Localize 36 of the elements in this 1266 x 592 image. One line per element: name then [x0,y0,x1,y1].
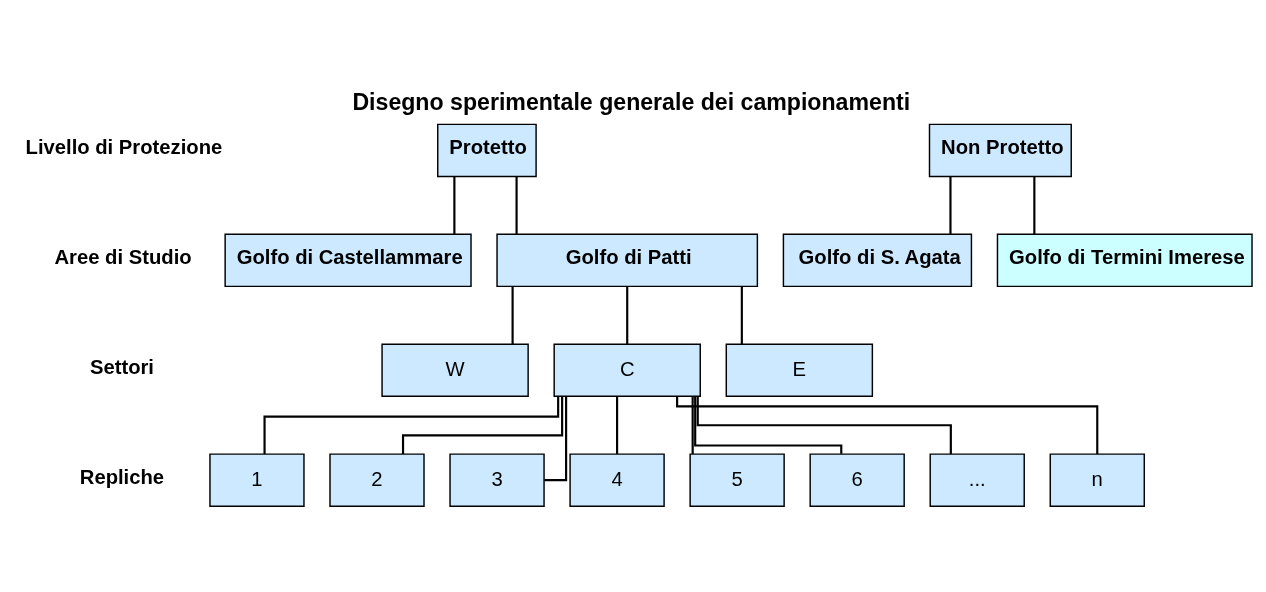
connector [616,395,619,454]
connector [511,285,514,344]
connector [949,175,952,234]
node-box: 4 [569,452,665,507]
node-box: C [553,343,701,397]
connector [453,175,456,234]
connector [694,396,843,454]
node-box: 1 [209,452,305,507]
connector [1033,175,1036,234]
connector [544,395,568,481]
node-box: Non Protetto [928,123,1072,177]
node-box: 3 [449,452,545,507]
node-box: W [381,343,529,397]
diagram-title: Disegno sperimentale generale dei campionamenti [352,88,911,115]
label: Settori [89,355,154,378]
connector [691,395,694,454]
label: Repliche [79,465,165,488]
node-box: E [725,343,874,397]
node-box: 6 [809,452,905,507]
connector [626,285,629,344]
node-box: 2 [329,452,425,507]
node-box: n [1049,452,1145,507]
node-box: Protetto [437,123,537,177]
connector [740,285,743,344]
node-box: ... [929,452,1025,507]
node-box: Golfo di Castellammare [224,233,472,287]
node-box: 5 [689,452,785,507]
node-box: Golfo di S. Agata [782,233,973,287]
connector [676,396,1099,454]
connector [263,396,560,454]
node-box: Golfo di Patti [496,233,759,287]
label: Livello di Protezione [25,135,223,158]
label: Aree di Studio [54,245,192,268]
connector [515,175,518,234]
connector [696,395,952,454]
node-box: Golfo di Termini Imerese [996,233,1253,287]
